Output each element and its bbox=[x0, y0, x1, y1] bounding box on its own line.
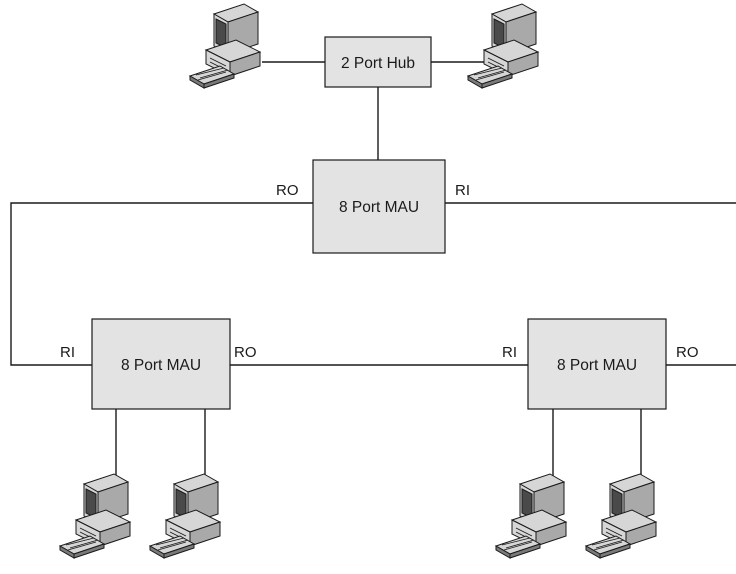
mau-left-label: 8 Port MAU bbox=[121, 357, 201, 374]
mau-right-label: 8 Port MAU bbox=[557, 357, 637, 374]
desktop-computer-icon bbox=[495, 473, 567, 559]
desktop-computer-icon bbox=[467, 3, 539, 89]
desktop-computer-icon bbox=[59, 473, 131, 559]
mau-left-port-ro: RO bbox=[234, 344, 257, 361]
mau-top-node: 8 Port MAU RO RI bbox=[276, 159, 470, 254]
hub-node: 2 Port Hub bbox=[324, 36, 432, 88]
mau-right-port-ro: RO bbox=[676, 344, 699, 361]
mau-left-port-ri: RI bbox=[60, 344, 75, 361]
desktop-computer-icon bbox=[149, 473, 221, 559]
mau-top-port-ri: RI bbox=[455, 182, 470, 199]
desktop-computer-icon bbox=[189, 3, 261, 89]
mau-top-label: 8 Port MAU bbox=[339, 199, 419, 216]
hub-label: 2 Port Hub bbox=[341, 55, 415, 72]
mau-top-port-ro: RO bbox=[276, 182, 299, 199]
desktop-computer-icon bbox=[585, 473, 657, 559]
mau-right-node: 8 Port MAU RI RO bbox=[502, 318, 699, 410]
mau-right-port-ri: RI bbox=[502, 344, 517, 361]
mau-left-node: 8 Port MAU RI RO bbox=[60, 318, 257, 410]
wire-ring-left bbox=[10, 202, 313, 366]
